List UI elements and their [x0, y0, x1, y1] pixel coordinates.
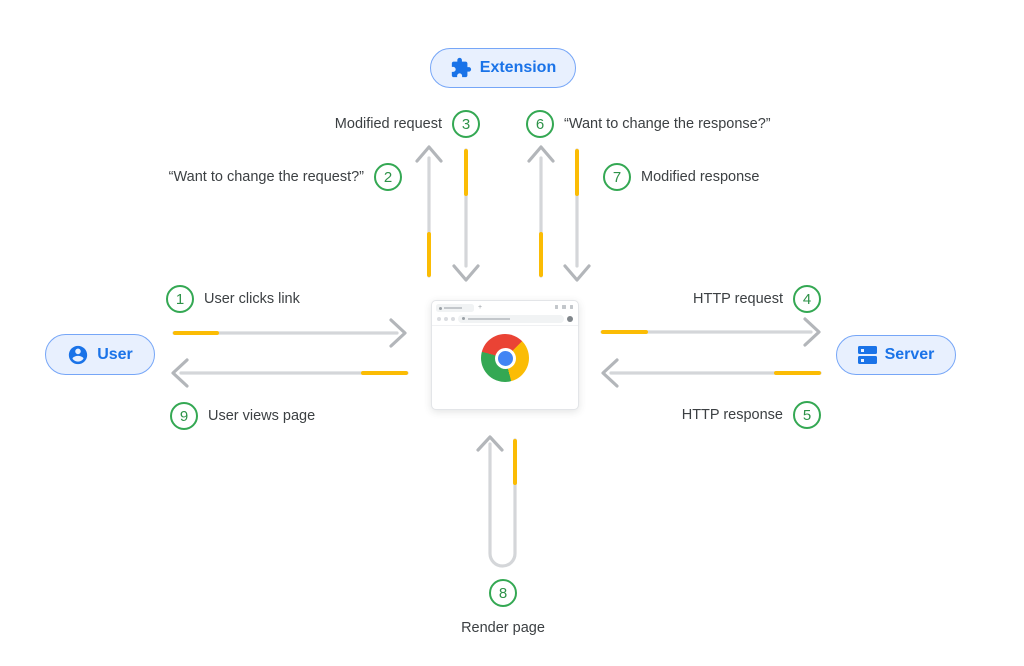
step-modified-request: Modified request 3: [246, 110, 480, 138]
step-want-change-request: “Want to change the request?” 2: [150, 163, 402, 191]
forward-icon: [444, 316, 448, 321]
arrow-browser-to-server: [600, 317, 821, 347]
new-tab-icon: +: [478, 304, 483, 311]
extension-node: Extension: [430, 48, 576, 88]
step-number-badge: 6: [526, 110, 554, 138]
step-label: Modified response: [641, 169, 760, 185]
arrow-extension-to-browser-response: [563, 148, 591, 282]
step-label: User views page: [208, 408, 316, 424]
browser-avatar: [567, 315, 573, 322]
user-node: User: [45, 334, 155, 375]
step-label: HTTP response: [681, 407, 783, 423]
step-label: Render page: [461, 620, 545, 636]
user-node-label: User: [97, 345, 133, 363]
step-label: HTTP request: [693, 291, 783, 307]
arrow-server-to-browser: [601, 358, 822, 388]
back-icon: [437, 316, 441, 321]
step-http-response: HTTP response 5: [600, 401, 821, 429]
window-controls: [554, 305, 573, 309]
puzzle-icon: [450, 57, 472, 79]
step-render-page: 8 Render page: [420, 579, 586, 636]
step-number-badge: 1: [166, 285, 194, 313]
reload-icon: [451, 316, 455, 321]
step-label: User clicks link: [204, 291, 300, 307]
browser-tab: [436, 304, 474, 312]
arrow-extension-to-browser-request: [452, 148, 480, 282]
server-node-label: Server: [884, 346, 935, 363]
server-node: Server: [836, 335, 956, 375]
step-user-clicks-link: 1 User clicks link: [166, 285, 300, 313]
browser-toolbar: [432, 312, 578, 326]
step-label: “Want to change the request?”: [168, 169, 364, 185]
account-circle-icon: [67, 344, 89, 366]
dns-server-icon: [857, 346, 877, 364]
step-want-change-response: 6 “Want to change the response?”: [526, 110, 771, 138]
arrow-browser-to-user: [171, 358, 409, 388]
step-number-badge: 3: [452, 110, 480, 138]
address-bar: [458, 314, 564, 323]
arrow-browser-to-extension-response: [527, 145, 555, 278]
extension-node-label: Extension: [479, 59, 557, 76]
step-label: “Want to change the response?”: [564, 116, 771, 132]
step-number-badge: 8: [489, 579, 517, 607]
step-modified-response: 7 Modified response: [603, 163, 760, 191]
browser-tabstrip: +: [432, 301, 578, 312]
step-number-badge: 2: [374, 163, 402, 191]
chrome-logo: [481, 334, 529, 382]
step-http-request: HTTP request 4: [600, 285, 821, 313]
step-user-views-page: 9 User views page: [170, 402, 315, 430]
step-number-badge: 4: [793, 285, 821, 313]
step-label: Modified request: [334, 116, 442, 132]
step-number-badge: 9: [170, 402, 198, 430]
arrow-browser-to-extension-request: [415, 145, 443, 278]
step-number-badge: 5: [793, 401, 821, 429]
browser-window: +: [431, 300, 579, 410]
arrow-render-page-loop: [476, 435, 517, 568]
step-number-badge: 7: [603, 163, 631, 191]
arrow-user-to-browser: [172, 318, 407, 348]
